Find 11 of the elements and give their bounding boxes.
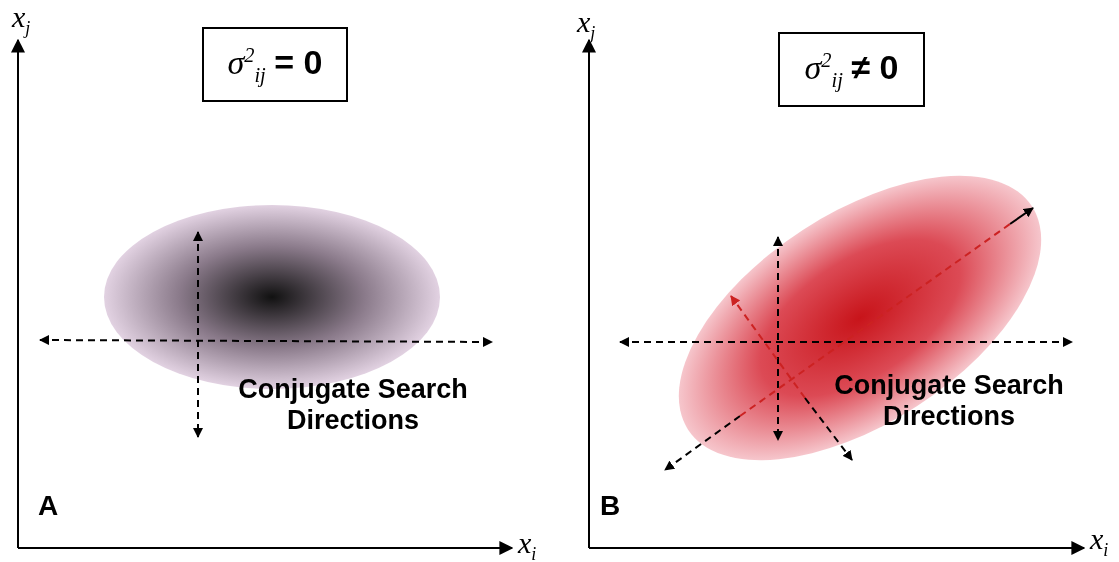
formula-box <box>202 27 348 102</box>
formula: σ$^{2}$$_{ij}$ = 0 <box>227 42 323 87</box>
axis-label: x$_{i}$ <box>518 526 537 562</box>
formula: σ$^{2}$$_{ij}$ ≠ 0 <box>804 47 899 92</box>
axis-label: x$_{j}$ <box>12 0 31 39</box>
annotation-text: Conjugate Search Directions <box>237 374 469 436</box>
panel-letter: A <box>38 490 59 522</box>
panel-letter: B <box>600 490 621 522</box>
axis-label: x$_{i}$ <box>1090 522 1109 561</box>
formula-box <box>778 32 925 107</box>
annotation-text: Conjugate Search Directions <box>833 370 1065 432</box>
